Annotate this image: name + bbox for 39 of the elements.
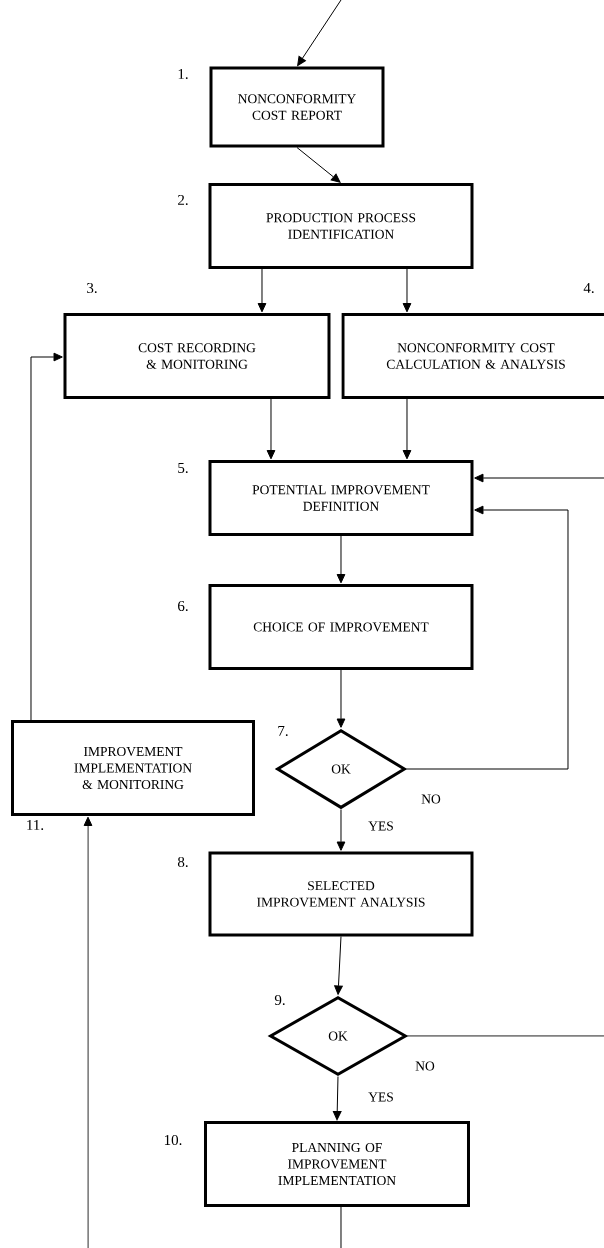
step-number: 10.: [164, 1134, 182, 1146]
process-box: NONCONFORMITY COST CALCULATION & ANALYSIS: [341, 313, 604, 399]
step-number: 4.: [583, 283, 594, 294]
arrow: [332, 1076, 342, 1121]
arrow: [336, 669, 346, 728]
step-number: 11.: [27, 819, 44, 831]
step-number: 1.: [178, 68, 188, 80]
arrow: [407, 473, 604, 1037]
step-number: 2.: [178, 194, 188, 206]
arrow: [297, 0, 342, 66]
arrow: [296, 147, 341, 183]
edge-label: NO: [414, 1060, 436, 1072]
arrow: [257, 268, 267, 313]
step-number: 6.: [178, 600, 188, 612]
process-box: POTENTIAL IMPROVEMENT DEFINITION: [208, 460, 474, 536]
arrow: [336, 809, 346, 851]
step-number: 3.: [87, 282, 97, 294]
arrow: [406, 505, 569, 770]
arrow: [402, 398, 412, 460]
process-box: SELECTED IMPROVEMENT ANALYSIS: [208, 851, 474, 937]
step-number: 9.: [274, 994, 285, 1006]
process-box: IMPROVEMENT IMPLEMENTATION & MONITORING: [11, 720, 255, 816]
process-box: NONCONFORMITY COST REPORT: [209, 66, 385, 148]
arrow: [83, 816, 342, 1248]
process-box: CHOICE OF IMPROVEMENT: [208, 584, 474, 670]
arrow: [266, 398, 276, 460]
edge-label: YES: [367, 820, 395, 832]
edge-label: YES: [367, 1091, 395, 1103]
step-number: 7.: [278, 726, 288, 737]
step-number: 8.: [177, 856, 188, 868]
process-box: COST RECORDING & MONITORING: [63, 313, 331, 399]
arrow: [334, 936, 343, 995]
arrow: [30, 352, 63, 721]
arrow: [402, 268, 412, 313]
arrow: [336, 535, 346, 584]
process-box: PRODUCTION PROCESS IDENTIFICATION: [208, 183, 474, 269]
edge-label: NO: [420, 793, 442, 805]
step-number: 5.: [178, 463, 188, 474]
process-box: PLANNING OF IMPROVEMENT IMPLEMENTATION: [204, 1121, 470, 1207]
